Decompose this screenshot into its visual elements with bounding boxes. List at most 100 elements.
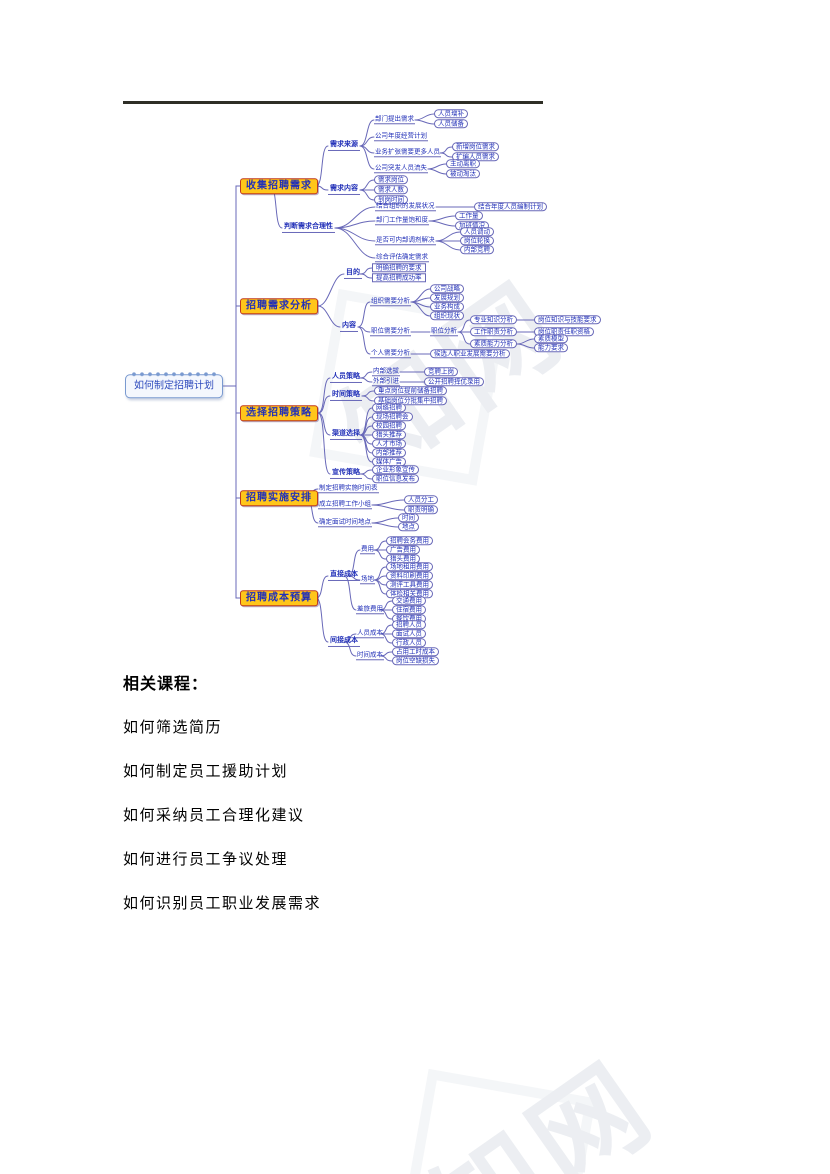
mindmap-node-n36: 现场招聘会 (372, 412, 413, 422)
mindmap-node-n432: 地点 (398, 522, 419, 532)
mindmap-node-n1a2: 岗位轮换 (460, 236, 494, 246)
mindmap-node-n234: 组织现状 (430, 311, 464, 321)
mindmap-node-n311: 竞聘上岗 (424, 367, 458, 377)
mindmap-node-n552: 岗位空缺损失 (392, 656, 439, 666)
mindmap-node-n1a: 是否可内部调剂解决 (375, 236, 436, 246)
mindmap-node-b2a: 目的 (344, 269, 362, 280)
mindmap-node-n231: 公司战略 (430, 284, 464, 294)
watermark-bottom: 知网 (395, 1017, 680, 1174)
mindmap-node-n551: 占用工时成本 (392, 647, 439, 657)
mindmap-node-n43: 确定面试时间地点 (318, 518, 372, 528)
mindmap-node-n41: 制定招聘实施时间表 (318, 484, 379, 494)
course-item: 如何识别员工职业发展需求 (123, 896, 322, 912)
mindmap-node-n31: 内部选拔 (372, 367, 400, 377)
mindmap-node-n52: 场地 (360, 575, 375, 585)
mindmap-node-n33: 重点岗位提前储备招聘 (374, 386, 447, 396)
mindmap-node-n13: 业务扩张需要更多人员 (374, 148, 441, 158)
mindmap-node-n18: 结合组织的发展状况 (375, 202, 436, 212)
mindmap-node-n181: 结合年度人员编制计划 (474, 202, 547, 212)
mindmap-node-n55: 时间成本 (356, 651, 384, 661)
mindmap-node-n34: 基础岗位分批集中招聘 (374, 396, 447, 406)
mindmap-node-n112: 人员储备 (434, 119, 468, 129)
mindmap-node-n2413: 素质能力分析 (470, 339, 517, 349)
mindmap-node-n39: 人才市场 (372, 439, 406, 449)
course-item: 如何筛选简历 (123, 720, 223, 736)
mindmap-node-n542: 面试人员 (392, 629, 426, 639)
mindmap-node-n38: 猎头推荐 (372, 430, 406, 440)
mindmap-node-n131: 新增岗位需求 (452, 142, 499, 152)
mindmap-node-n111: 人员增补 (434, 109, 468, 119)
mindmap-node-m1: 收集招聘需求 (240, 178, 318, 194)
mindmap-node-n19: 部门工作量饱和度 (375, 216, 429, 226)
mindmap-node-n42: 成立招聘工作小组 (318, 500, 372, 510)
mindmap-node-n24131: 素质模型 (534, 334, 568, 344)
mindmap-node-n512: 广告费用 (386, 545, 420, 555)
mindmap-node-n14: 公司突发人员流失 (374, 164, 428, 174)
mindmap-node-n16: 需求人数 (374, 185, 408, 195)
mindmap-root-node: 如何制定招聘计划 (125, 371, 223, 398)
mindmap-node-b5a: 直接成本 (328, 571, 360, 582)
mindmap-node-n1a3: 内部竞聘 (460, 245, 494, 255)
mindmap-node-n32: 外部引进 (372, 377, 400, 387)
mindmap-node-b3d: 宣传策略 (330, 469, 362, 480)
mindmap-node-n191: 工作量 (455, 211, 483, 221)
mindmap-node-b3b: 时间策略 (330, 391, 362, 402)
related-courses-heading: 相关课程： (123, 676, 209, 693)
course-item: 如何制定员工援助计划 (123, 764, 289, 780)
mindmap-node-n233: 业务构成 (430, 302, 464, 312)
mindmap-node-n51: 费用 (360, 545, 375, 555)
mindmap-node-n521: 场地租用费用 (386, 562, 433, 572)
mindmap-node-n321: 公开招聘择优录用 (424, 377, 484, 387)
watermark-text: 知网 (412, 1040, 676, 1174)
mindmap-node-n532: 住宿费用 (392, 605, 426, 615)
mindmap-node-b1b: 需求内容 (328, 185, 360, 196)
watermark-diamond (399, 1068, 597, 1174)
course-item: 如何采纳员工合理化建议 (123, 808, 305, 824)
mindmap-node-n22: 提高招聘成功率 (372, 273, 426, 283)
mindmap-node-m2: 招聘需求分析 (240, 298, 318, 314)
mindmap-node-n241: 职位分析 (430, 327, 458, 337)
mindmap-node-n523: 测评工具费用 (386, 580, 433, 590)
course-item: 如何进行员工争议处理 (123, 852, 289, 868)
mindmap-node-n3c: 企业形象宣传 (372, 465, 419, 475)
mindmap-node-n23: 组织需要分析 (370, 297, 411, 307)
mindmap-node-n251: 候选人职业发展需要分析 (430, 349, 510, 359)
mindmap-node-n54: 人员成本 (356, 629, 384, 639)
mindmap-node-b1c: 判断需求合理性 (282, 223, 335, 234)
mindmap-node-n522: 资料印刷费用 (386, 571, 433, 581)
related-courses-section: 相关课程： 如何筛选简历 如何制定员工援助计划 如何采纳员工合理化建议 如何进行… (123, 674, 583, 938)
mindmap-node-n531: 交通费用 (392, 596, 426, 606)
mindmap-node-n421: 人员分工 (404, 495, 438, 505)
mindmap-node-n431: 时间 (398, 513, 419, 523)
mindmap-node-b1a: 需求来源 (328, 141, 360, 152)
mindmap-node-b3c: 渠道选择 (330, 430, 362, 441)
mindmap-node-n2412: 工作职责分析 (470, 327, 517, 337)
mindmap-node-n21: 明确招聘的要求 (372, 263, 426, 273)
mindmap-node-n24: 职位需要分析 (370, 327, 411, 337)
mindmap-node-n24132: 能力要求 (534, 343, 568, 353)
mindmap-node-n1a1: 人员调动 (460, 227, 494, 237)
mindmap-node-b3a: 人员策略 (330, 373, 362, 384)
mindmap-node-b5b: 间接成本 (328, 637, 360, 648)
mindmap-node-b2b: 内容 (340, 322, 358, 333)
mindmap-node-n2411: 专业知识分析 (470, 315, 517, 325)
mindmap-node-n511: 招聘会务费用 (386, 536, 433, 546)
mindmap-node-n3a: 内部推荐 (372, 448, 406, 458)
mindmap-node-n17: 到岗时间 (374, 195, 408, 205)
mindmap-node-n15: 需求岗位 (374, 175, 408, 185)
header-rule (123, 101, 543, 104)
mindmap-node-n25: 个人需要分析 (370, 349, 411, 359)
mindmap-node-n1b: 综合评估确定需求 (375, 253, 429, 263)
mindmap-node-n422: 职责明确 (404, 505, 438, 515)
mindmap-node-n543: 行政人员 (392, 638, 426, 648)
mindmap-node-n37: 校园招聘 (372, 421, 406, 431)
mindmap-figure: 如何制定招聘计划收集招聘需求招聘需求分析选择招聘策略招聘实施安排招聘成本预算需求… (125, 109, 601, 666)
mindmap-node-n232: 发展规划 (430, 293, 464, 303)
mindmap-node-m3: 选择招聘策略 (240, 405, 318, 421)
mindmap-node-n12: 公司年度经营计划 (374, 132, 428, 142)
mindmap-node-n3d: 职位信息发布 (372, 474, 419, 484)
mindmap-node-n11: 部门提出需求 (374, 115, 415, 125)
mindmap-node-n35: 网络招聘 (372, 403, 406, 413)
mindmap-node-m5: 招聘成本预算 (240, 590, 318, 606)
